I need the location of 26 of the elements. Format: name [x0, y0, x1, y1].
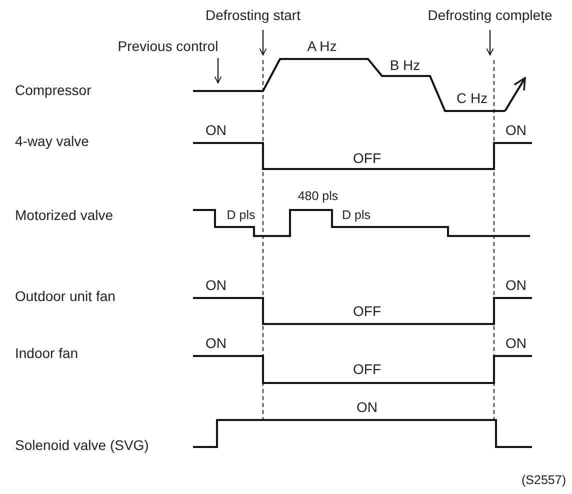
pulse-label: 480 pls — [298, 188, 338, 204]
state-label: ON — [506, 122, 526, 138]
pulse-label: D pls — [342, 207, 370, 223]
state-label: ON — [206, 335, 226, 351]
frequency-label: B Hz — [390, 57, 420, 73]
state-label: ON — [506, 335, 526, 351]
state-label: ON — [206, 122, 226, 138]
signal-name: Motorized valve — [15, 207, 114, 223]
signal-name: Compressor — [15, 82, 92, 98]
signal-name: Solenoid valve (SVG) — [15, 437, 149, 453]
signal-name: 4-way valve — [15, 133, 89, 149]
state-label: ON — [356, 399, 378, 415]
signal-name: Outdoor unit fan — [15, 288, 116, 304]
state-label: ON — [506, 277, 526, 293]
event-label: Previous control — [118, 38, 218, 54]
frequency-label: A Hz — [307, 38, 337, 54]
signal-name: Indoor fan — [15, 345, 78, 361]
frequency-label: C Hz — [456, 90, 488, 106]
event-label: Defrosting complete — [428, 7, 552, 23]
state-label: OFF — [353, 303, 381, 319]
state-label: OFF — [353, 150, 381, 166]
event-label: Defrosting start — [206, 7, 300, 23]
figure-code: (S2557) — [522, 472, 566, 488]
state-label: ON — [206, 277, 226, 293]
state-label: OFF — [353, 361, 381, 377]
pulse-label: D pls — [226, 207, 256, 223]
